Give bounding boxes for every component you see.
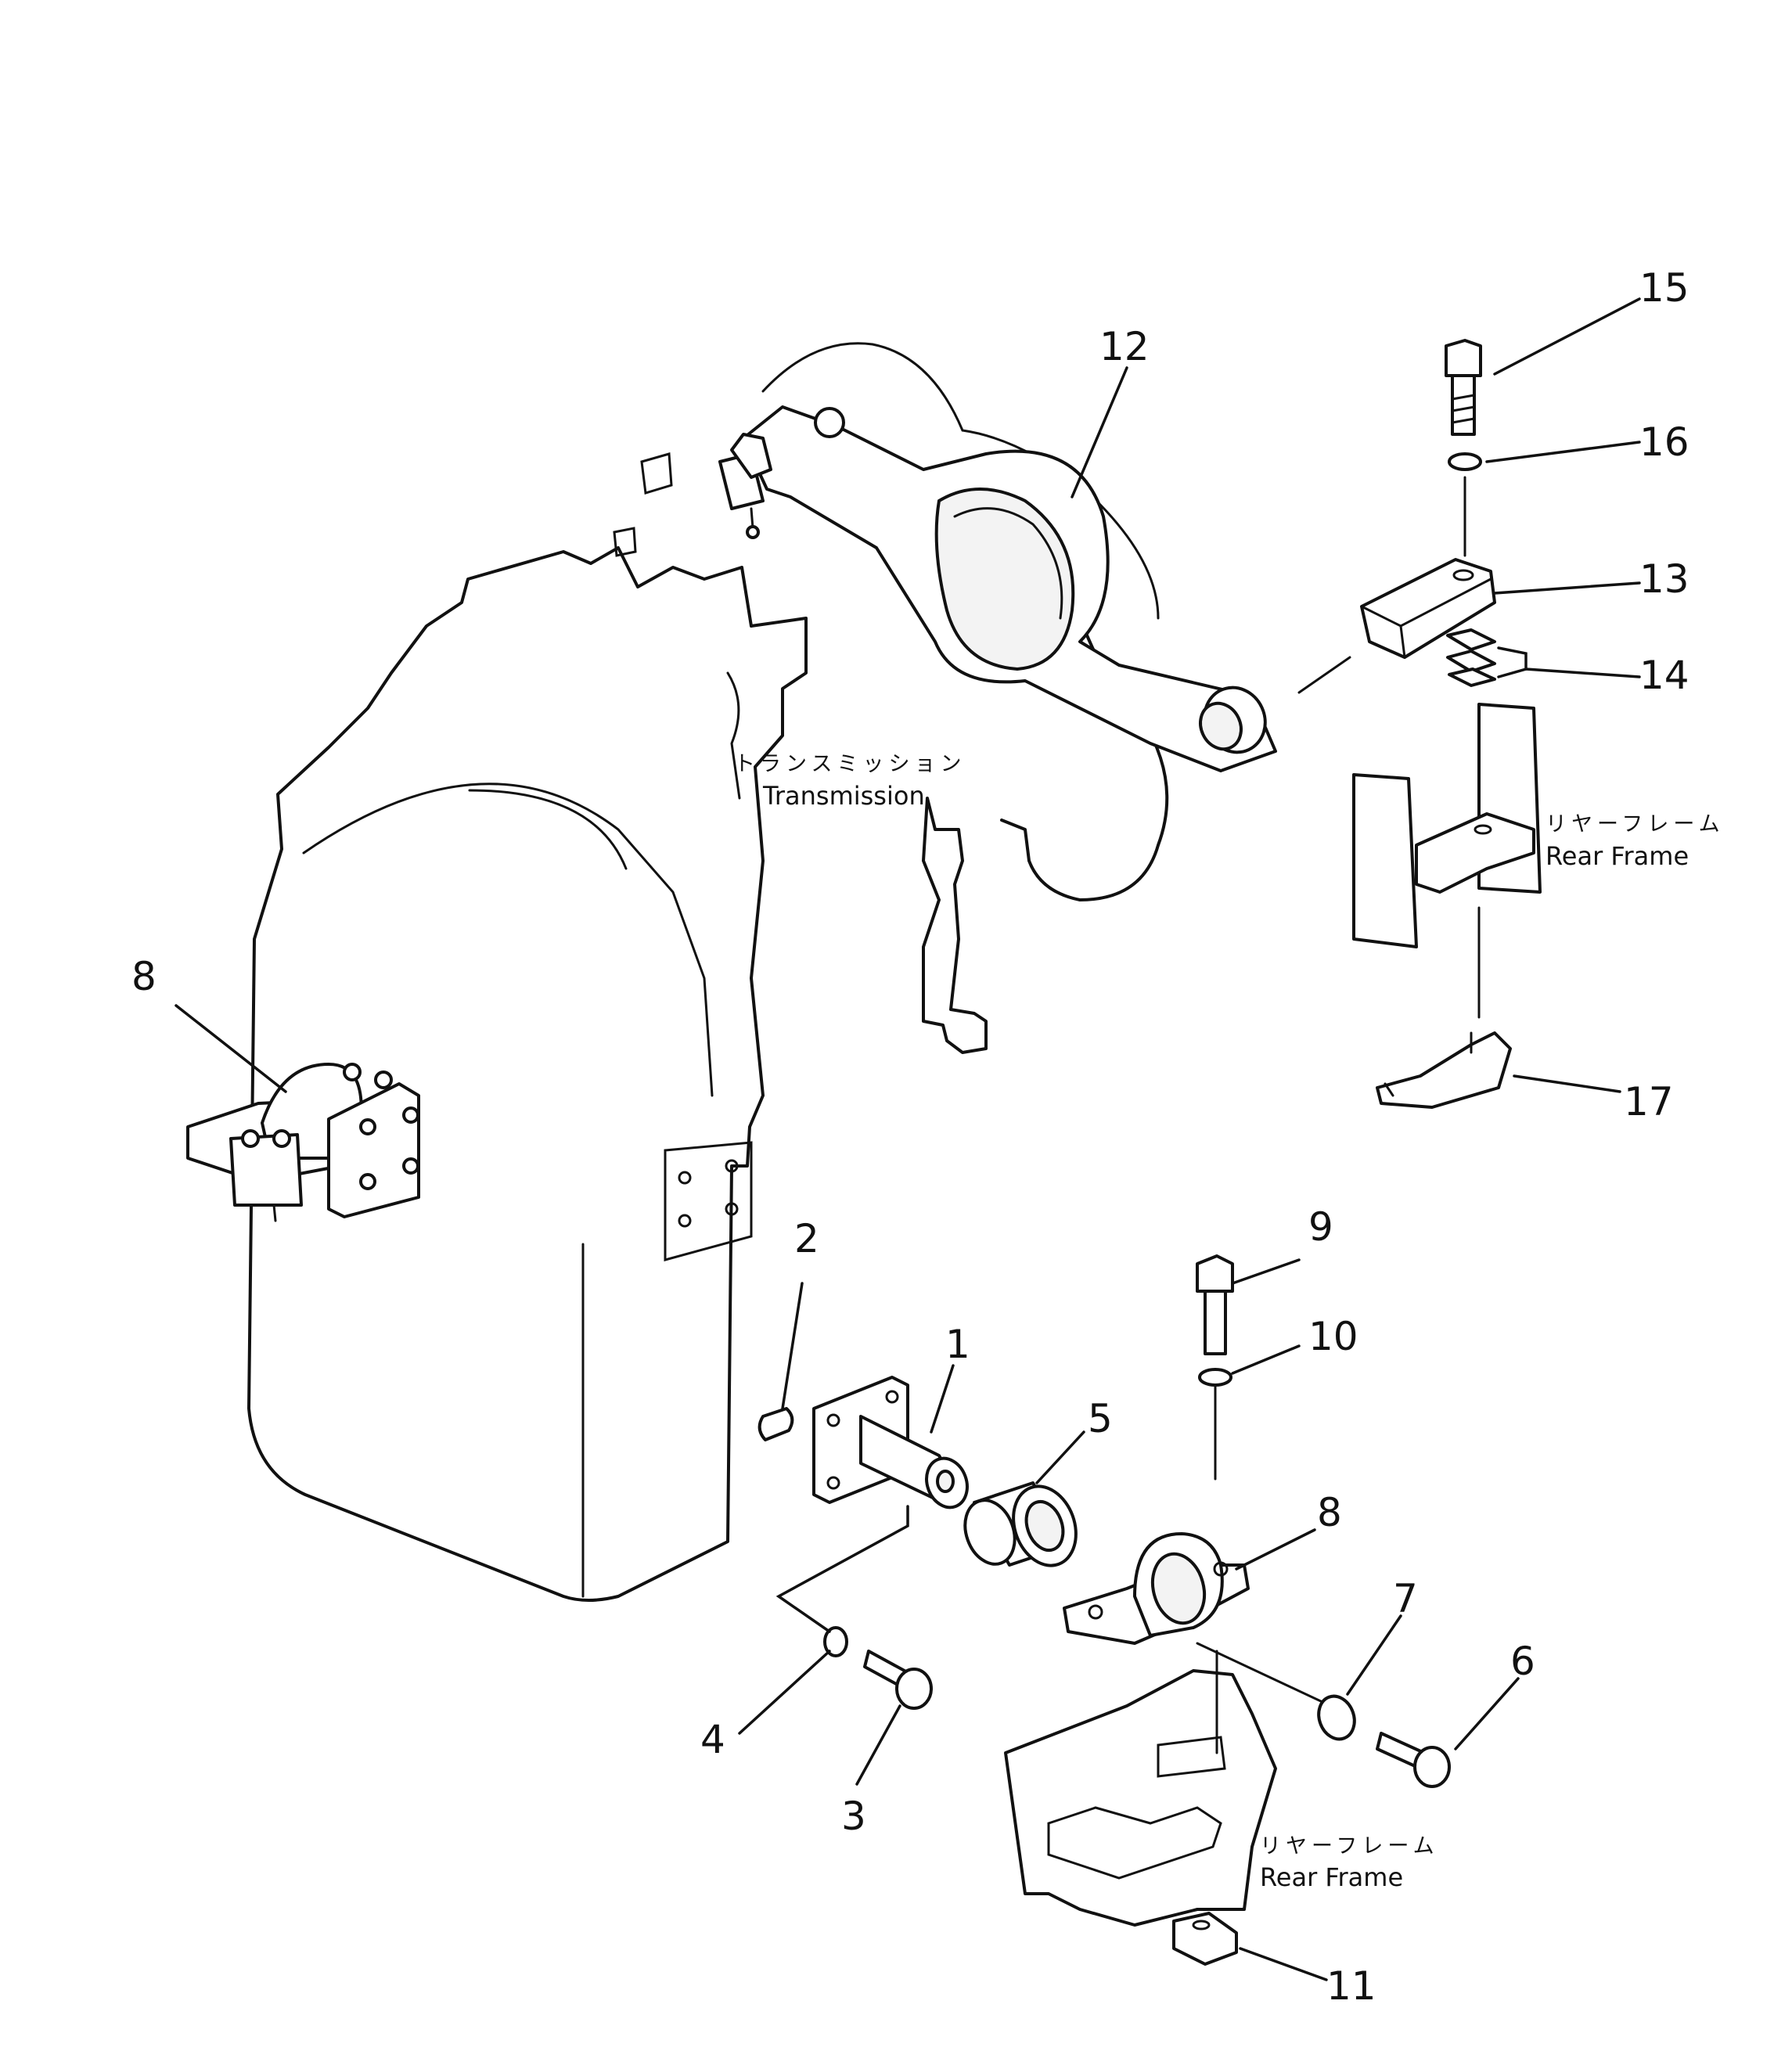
callout-numbers: 12 15 16 13 14 17 8 2 1 5 9 10 8 7 6 4 3… bbox=[131, 265, 1689, 2009]
callout-9: 9 bbox=[1308, 1204, 1333, 1250]
part-16-washer bbox=[1448, 452, 1482, 471]
part-1-pivot-pin bbox=[812, 1376, 969, 1509]
callout-6: 6 bbox=[1510, 1639, 1535, 1684]
text-labels: トランスミッション Transmission リヤーフレーム Rear Fram… bbox=[734, 752, 1725, 1892]
part-8-mount-left bbox=[186, 1063, 420, 1222]
part-7-washer bbox=[1317, 1694, 1356, 1741]
part-12-support-arm bbox=[718, 342, 1277, 772]
callout-8-left: 8 bbox=[131, 954, 157, 999]
callout-14: 14 bbox=[1639, 653, 1689, 698]
transmission-label-jp: トランスミッション bbox=[734, 752, 966, 776]
part-17-bracket bbox=[1376, 1031, 1512, 1109]
part-11-plate bbox=[1172, 1912, 1238, 1966]
rear-frame-lower-label-jp: リヤーフレーム bbox=[1260, 1834, 1439, 1859]
part-2-pin bbox=[757, 1407, 794, 1441]
callout-17: 17 bbox=[1624, 1079, 1674, 1124]
part-10-washer bbox=[1198, 1368, 1232, 1387]
rear-frame-upper-label-jp: リヤーフレーム bbox=[1546, 812, 1725, 837]
rear-frame-upper bbox=[1352, 703, 1542, 948]
part-6-bolt bbox=[1376, 1732, 1451, 1788]
callout-13: 13 bbox=[1639, 556, 1689, 602]
part-3-bolt bbox=[863, 1650, 933, 1710]
transmission-label-en: Transmission bbox=[762, 781, 925, 811]
callout-5: 5 bbox=[1088, 1396, 1113, 1441]
callout-1: 1 bbox=[945, 1322, 970, 1367]
part-4-washer bbox=[823, 1626, 848, 1657]
callout-7: 7 bbox=[1393, 1576, 1418, 1621]
rear-frame-upper-label-en: Rear Frame bbox=[1546, 841, 1689, 871]
callout-3: 3 bbox=[841, 1794, 866, 1839]
part-8-mount-right bbox=[1063, 1532, 1250, 1645]
callout-10: 10 bbox=[1308, 1314, 1358, 1359]
rear-frame-lower-label-en: Rear Frame bbox=[1260, 1862, 1403, 1892]
callout-15: 15 bbox=[1639, 265, 1689, 311]
callout-12: 12 bbox=[1099, 324, 1150, 369]
callout-8-right: 8 bbox=[1317, 1490, 1342, 1535]
callout-11: 11 bbox=[1326, 1963, 1376, 2009]
callout-16: 16 bbox=[1639, 419, 1689, 465]
part-14-shims bbox=[1446, 628, 1496, 687]
part-13-block bbox=[1360, 558, 1496, 659]
part-15-bolt bbox=[1445, 339, 1482, 436]
part-5-bushing bbox=[963, 1481, 1078, 1567]
leader-lines bbox=[175, 297, 1641, 1981]
transmission-housing bbox=[247, 452, 1169, 1602]
rear-frame-lower bbox=[1004, 1650, 1277, 1927]
callout-2: 2 bbox=[794, 1216, 819, 1261]
part-9-bolt bbox=[1196, 1254, 1234, 1355]
callout-4: 4 bbox=[700, 1717, 725, 1762]
